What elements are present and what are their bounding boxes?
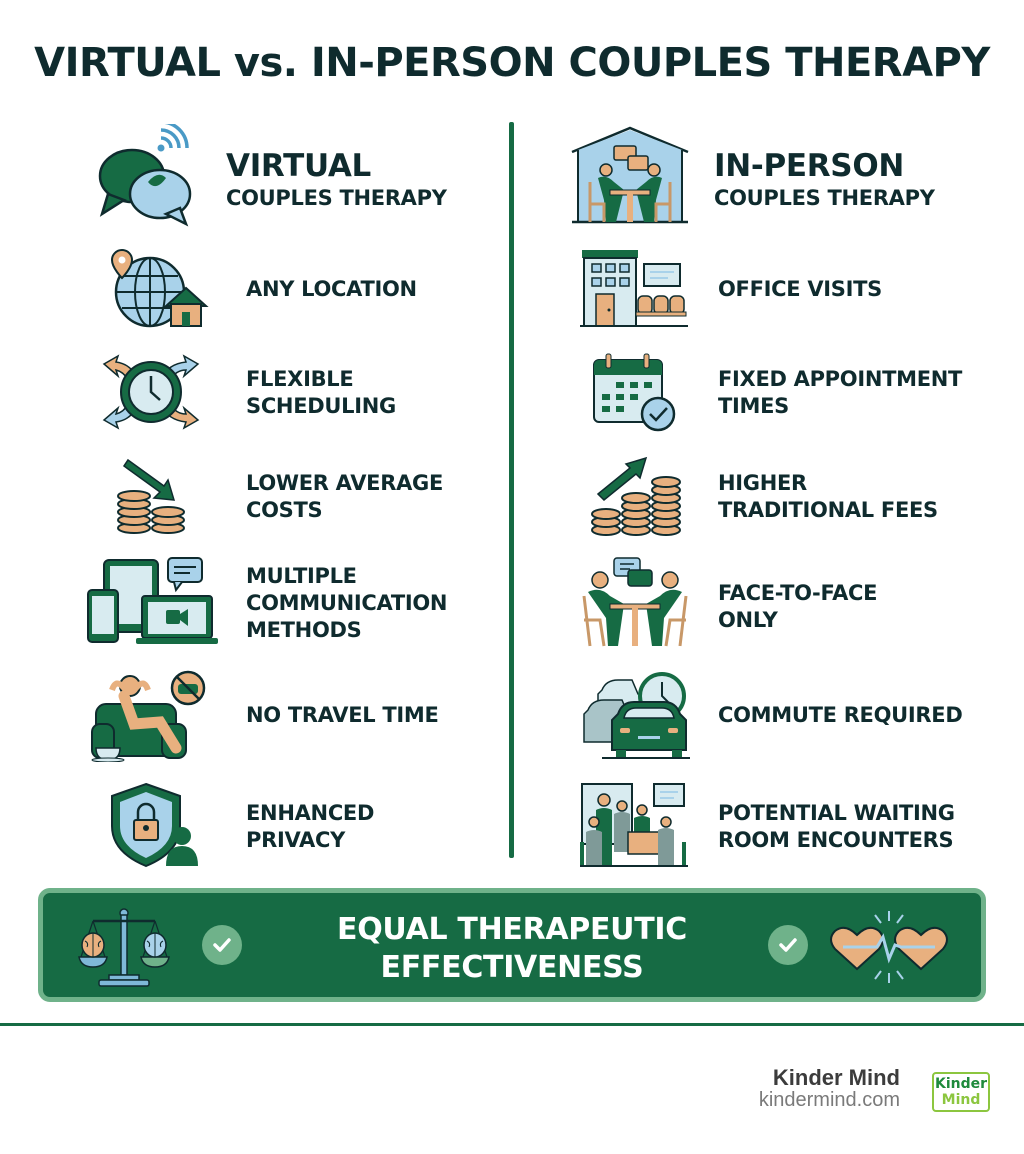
- banner-text: EQUAL THERAPEUTIC EFFECTIVENESS: [337, 912, 687, 985]
- calendar-check-icon: [593, 353, 676, 432]
- globe-home-pin-icon: [110, 248, 209, 328]
- kinder-mind-logo: Kinder Mind: [932, 1072, 990, 1112]
- in-person-heading: IN-PERSON: [714, 148, 905, 184]
- relaxing-armchair-no-car-icon: [91, 670, 206, 762]
- clock-arrows-icon: [102, 354, 200, 430]
- shield-lock-person-icon: [111, 782, 198, 868]
- in-person-item-label: FACE-TO-FACE ONLY: [718, 581, 878, 632]
- brand-url[interactable]: kindermind.com: [758, 1089, 900, 1111]
- hearts-heartbeat-icon: [830, 911, 948, 983]
- devices-chat-video-icon: [87, 557, 218, 644]
- check-circle-icon: [768, 925, 808, 965]
- waiting-room-people-icon: [580, 783, 688, 867]
- virtual-item-label: LOWER AVERAGE COSTS: [246, 471, 444, 522]
- virtual-item-label: ANY LOCATION: [246, 277, 417, 301]
- in-person-item-label: COMMUTE REQUIRED: [718, 703, 963, 727]
- logo-line-2: Mind: [941, 1092, 981, 1108]
- virtual-subheading: COUPLES THERAPY: [226, 186, 447, 210]
- brand-name: Kinder Mind: [772, 1065, 900, 1090]
- footer-divider: [0, 1023, 1024, 1026]
- effectiveness-banner: EQUAL THERAPEUTIC EFFECTIVENESS: [38, 888, 986, 1002]
- in-person-item-label: FIXED APPOINTMENT TIMES: [718, 367, 963, 418]
- office-building-chairs-icon: [580, 250, 688, 327]
- coins-up-arrow-icon: [591, 456, 681, 536]
- scale-brains-icon: [78, 908, 170, 987]
- chat-bubbles-wifi-icon: [98, 124, 192, 227]
- virtual-item-label: FLEXIBLE SCHEDULING: [246, 367, 396, 418]
- page-title: VIRTUAL vs. IN-PERSON COUPLES THERAPY: [34, 40, 990, 86]
- virtual-item-label: MULTIPLE COMMUNICATION METHODS: [246, 564, 448, 642]
- check-circle-icon: [202, 925, 242, 965]
- in-person-item-label: POTENTIAL WAITING ROOM ENCOUNTERS: [718, 801, 955, 852]
- two-people-table-chat-icon: [582, 557, 688, 647]
- coins-down-arrow-icon: [117, 458, 185, 534]
- in-person-subheading: COUPLES THERAPY: [714, 186, 935, 210]
- virtual-item-label: ENHANCED PRIVACY: [246, 801, 375, 852]
- in-person-item-label: OFFICE VISITS: [718, 277, 882, 301]
- column-divider: [509, 122, 514, 858]
- logo-line-1: Kinder: [934, 1076, 988, 1092]
- house-couple-table-icon: [571, 126, 689, 224]
- virtual-heading: VIRTUAL: [226, 148, 372, 184]
- in-person-item-label: HIGHER TRADITIONAL FEES: [718, 471, 938, 522]
- virtual-item-label: NO TRAVEL TIME: [246, 703, 439, 727]
- cars-clock-icon: [583, 672, 690, 759]
